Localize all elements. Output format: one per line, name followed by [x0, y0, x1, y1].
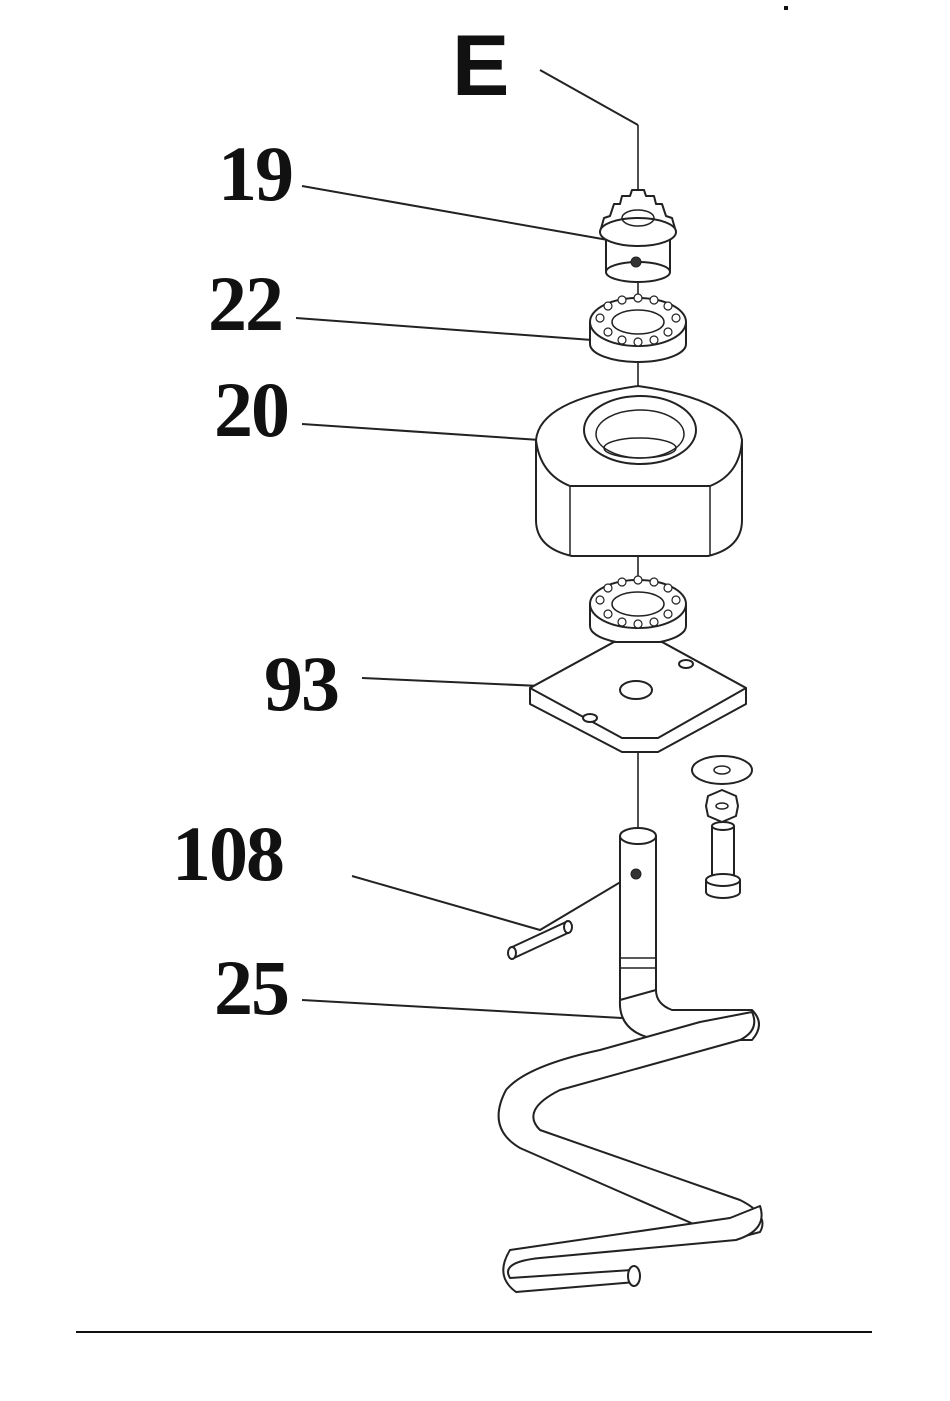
label-assembly-e: E — [452, 18, 509, 114]
leader-hook — [302, 1000, 622, 1018]
label-housing: 20 — [214, 366, 288, 453]
leader-pin — [352, 874, 634, 930]
lower-bearing-part — [590, 576, 686, 644]
leader-housing — [302, 424, 540, 440]
leader-bearing — [296, 318, 592, 340]
upper-bearing-part — [590, 294, 686, 362]
sprocket-part — [600, 190, 676, 282]
mounting-plate-part — [530, 642, 746, 752]
sprocket-teeth — [600, 190, 676, 246]
leader-plate — [362, 678, 540, 686]
label-plate: 93 — [264, 640, 338, 727]
corner-mark — [784, 6, 788, 10]
pin-part — [508, 921, 572, 959]
leader-sprocket — [302, 186, 608, 240]
leader-e — [540, 70, 638, 125]
housing-part — [536, 386, 742, 556]
label-sprocket: 19 — [218, 130, 292, 217]
label-bearing: 22 — [208, 260, 282, 347]
bolt-stack-part — [692, 756, 752, 898]
label-pin: 108 — [172, 810, 283, 897]
label-hook: 25 — [214, 944, 288, 1031]
